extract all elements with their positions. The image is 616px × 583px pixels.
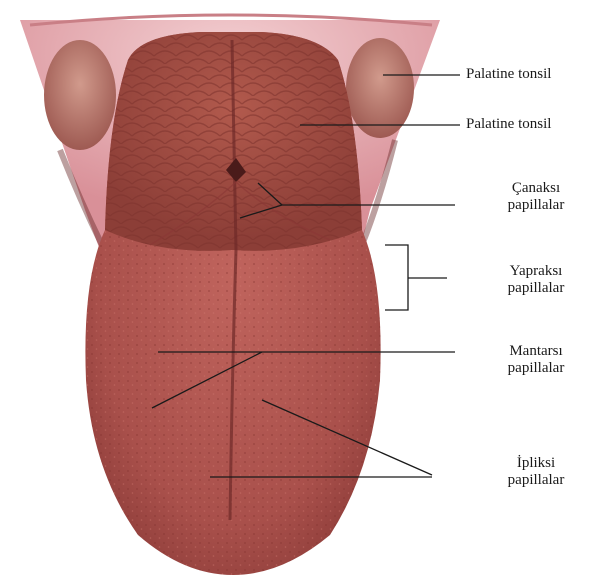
label-palatine-tonsil-2: Palatine tonsil xyxy=(466,116,551,133)
label-yapraksi-line1: Yapraksı xyxy=(476,263,596,280)
left-palatine-tonsil xyxy=(44,40,116,150)
leader-yapraksi xyxy=(385,245,408,310)
label-mantarsi-line2: papillalar xyxy=(476,360,596,377)
label-palatine-tonsil-1: Palatine tonsil xyxy=(466,66,551,83)
label-ipliksi-papillalar: İpliksi papillalar xyxy=(476,455,596,489)
right-palatine-tonsil xyxy=(346,38,414,138)
label-canaksi-papillalar: Çanaksı papillalar xyxy=(476,180,596,214)
label-mantarsi-line1: Mantarsı xyxy=(476,343,596,360)
label-ipliksi-line1: İpliksi xyxy=(476,455,596,472)
label-canaksi-line2: papillalar xyxy=(476,197,596,214)
label-ipliksi-line2: papillalar xyxy=(476,472,596,489)
label-yapraksi-papillalar: Yapraksı papillalar xyxy=(476,263,596,297)
label-canaksi-line1: Çanaksı xyxy=(476,180,596,197)
label-yapraksi-line2: papillalar xyxy=(476,280,596,297)
label-mantarsi-papillalar: Mantarsı papillalar xyxy=(476,343,596,377)
